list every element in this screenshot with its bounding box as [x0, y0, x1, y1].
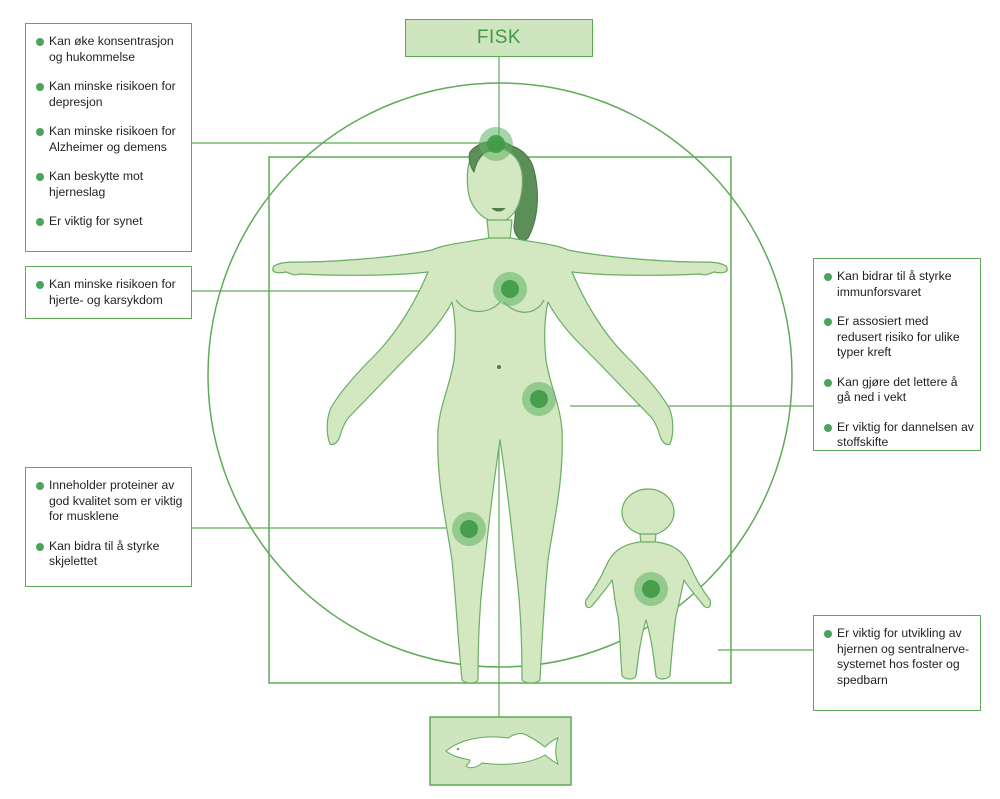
info-box-muscle: Inneholder proteiner av god kvalitet som… — [25, 467, 192, 587]
list-item: Kan bidrar til å styrke immunforsvaret — [824, 269, 974, 300]
bullet-icon — [36, 482, 44, 490]
list-item: Kan minske risikoen for Alzheimer og dem… — [36, 124, 185, 155]
info-box-immune: Kan bidrar til å styrke immunforsvaret E… — [813, 258, 981, 451]
bullet-icon — [36, 218, 44, 226]
bullet-icon — [36, 173, 44, 181]
list-item: Kan beskytte mot hjerneslag — [36, 169, 185, 200]
list-item: Inneholder proteiner av god kvalitet som… — [36, 478, 185, 525]
list-item: Kan minske risikoen for hjerte- og karsy… — [36, 277, 185, 308]
marker-head — [479, 127, 513, 161]
info-box-head: Kan øke konsentrasjon og hukommelse Kan … — [25, 23, 192, 252]
fish-icon — [445, 733, 559, 769]
list-item: Kan gjøre det lettere å gå ned i vekt — [824, 375, 974, 406]
bullet-icon — [36, 83, 44, 91]
bullet-icon — [824, 423, 832, 432]
list-item: Kan øke konsentrasjon og hukommelse — [36, 34, 185, 65]
marker-knee — [452, 512, 486, 546]
bullet-icon — [36, 281, 44, 289]
bullet-icon — [824, 378, 832, 387]
marker-belly — [522, 382, 556, 416]
bullet-icon — [824, 630, 832, 638]
title-text: FISK — [476, 27, 522, 48]
list-item: Er viktig for utvikling av hjernen og se… — [824, 626, 974, 688]
bullet-icon — [824, 318, 832, 326]
list-item: Er assosiert med redusert risiko for uli… — [824, 314, 974, 361]
list-item: Er viktig for synet — [36, 214, 185, 230]
list-item: Er viktig for dannelsen av stoffskifte — [824, 420, 974, 451]
bullet-icon — [36, 542, 44, 551]
marker-heart — [493, 272, 527, 306]
list-item: Kan minske risikoen for depresjon — [36, 79, 185, 110]
title-box: FISK — [405, 19, 593, 57]
marker-child — [634, 572, 668, 606]
bullet-icon — [824, 273, 832, 281]
vitruvian-circle — [207, 82, 793, 668]
info-box-child: Er viktig for utvikling av hjernen og se… — [813, 615, 981, 711]
info-box-heart: Kan minske risikoen for hjerte- og karsy… — [25, 266, 192, 319]
list-item: Kan bidra til å styrke skjelettet — [36, 539, 185, 570]
bullet-icon — [36, 38, 44, 46]
bullet-icon — [36, 128, 44, 136]
child-figure — [584, 488, 712, 680]
